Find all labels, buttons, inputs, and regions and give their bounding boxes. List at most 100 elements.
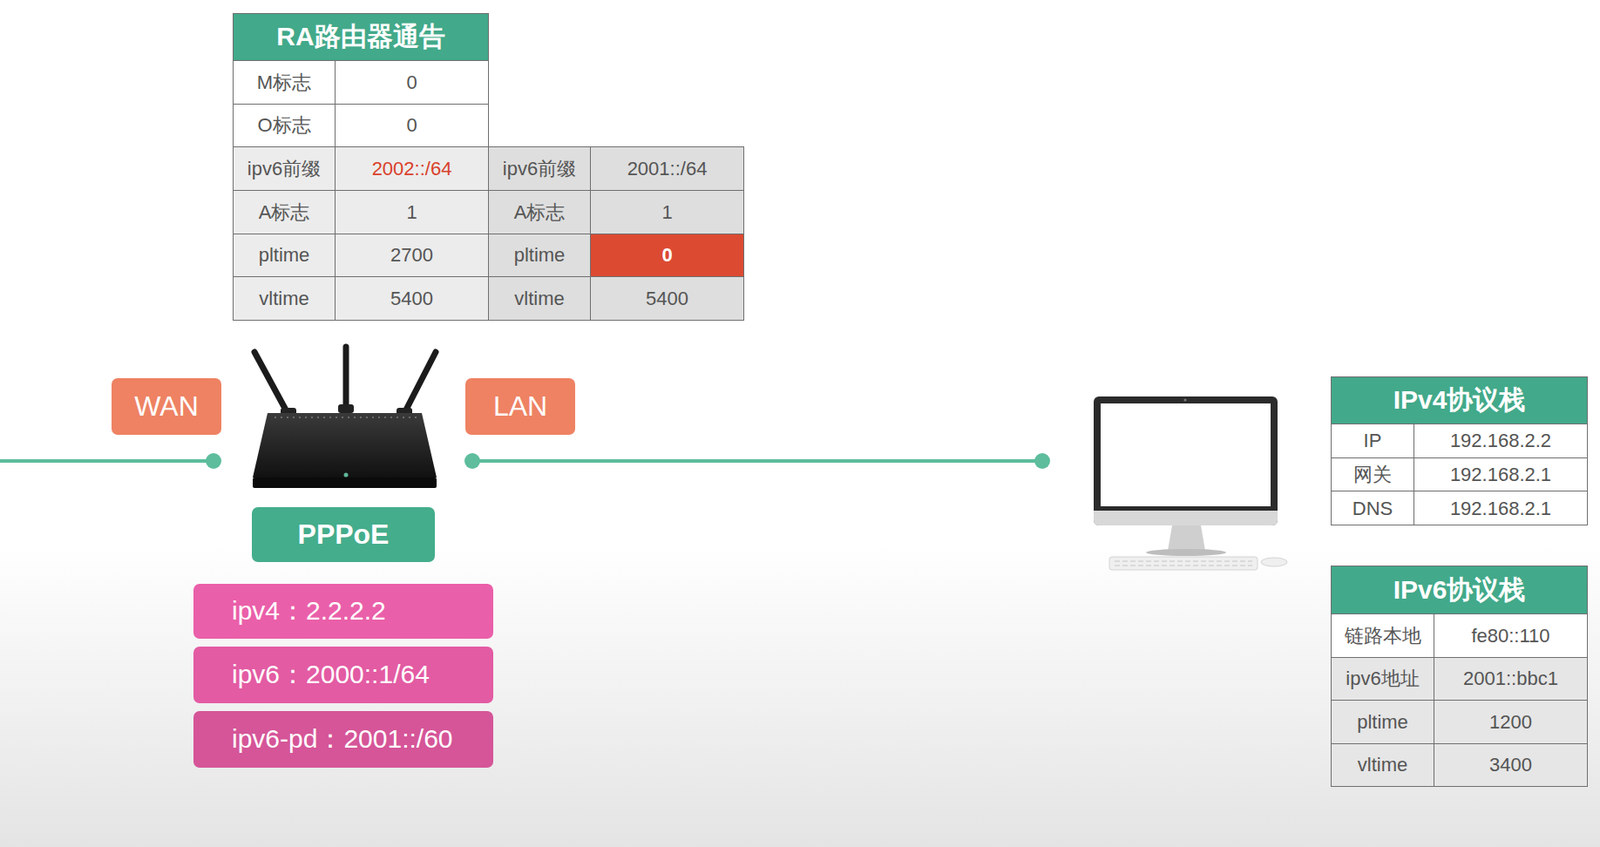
cell-text: A标志: [514, 201, 566, 224]
cell-text: IP: [1363, 429, 1383, 452]
cell-text: 5400: [390, 287, 434, 310]
label-box: LAN: [465, 378, 576, 435]
table-cell: A标志: [488, 189, 591, 235]
box-label-area: WAN: [111, 378, 222, 435]
table-cell: 3400: [1433, 743, 1588, 788]
table-cell: pltime: [232, 233, 336, 278]
cell-text: vltime: [1357, 753, 1408, 776]
computer-illustration: [1093, 396, 1288, 570]
box-text: ipv4：2.2.2.2: [231, 596, 387, 627]
address-box: ipv6-pd：2001::/60: [193, 711, 494, 768]
table-cell: 0: [334, 103, 489, 149]
box-label-area: LAN: [465, 378, 576, 435]
cell-text: 网关: [1353, 463, 1392, 486]
cell-text: vltime: [514, 287, 564, 310]
table-cell: 2700: [334, 233, 489, 278]
cell-text: M标志: [257, 71, 312, 94]
table-cell: ipv6地址: [1330, 657, 1435, 702]
table-cell: pltime: [1330, 699, 1435, 745]
cell-text: 链路本地: [1344, 624, 1422, 647]
table-cell: vltime: [488, 276, 591, 321]
router-antenna: [343, 346, 350, 410]
cell-text: pltime: [1356, 711, 1409, 733]
table-cell: DNS: [1330, 490, 1415, 526]
info-table: IPv6协议栈链路本地 fe80::110ipv6地址 2001::bbc1plti…: [1330, 565, 1587, 787]
table-cell: 192.168.2.2: [1413, 423, 1588, 459]
cell-text: fe80::110: [1471, 624, 1550, 647]
cell-text: 2001::/64: [627, 157, 708, 180]
monitor-frame: [1093, 396, 1278, 526]
table-cell: 2002::/64: [334, 146, 489, 191]
router-illustration: [252, 346, 437, 489]
table-cell: 2001::bbc1: [1433, 657, 1588, 702]
box-text: ipv6-pd：2001::/60: [231, 724, 454, 755]
router-vents: [274, 416, 417, 419]
table-cell: 1: [334, 189, 489, 235]
table-cell: ipv6前缀: [488, 146, 591, 191]
keyboard-keys: [1114, 560, 1253, 563]
lan-wire: [472, 459, 1043, 463]
cell-text: DNS: [1352, 497, 1393, 520]
mouse: [1261, 557, 1288, 567]
table-title: IPv6协议栈: [1393, 575, 1526, 606]
cell-text: 1200: [1489, 711, 1533, 733]
table-cell: vltime: [232, 276, 336, 321]
info-table: RA路由器通告M标志0O标志0ipv6前缀2002::/64ipv6前缀2001…: [232, 13, 744, 320]
cell-text: O标志: [257, 114, 311, 136]
cell-text: 192.168.2.1: [1450, 463, 1552, 486]
cell-text: 0: [406, 71, 417, 94]
table-cell: A标志: [232, 189, 336, 235]
label-box: PPPoE: [251, 507, 435, 563]
cell-text: 2700: [390, 244, 434, 266]
cell-text: 192.168.2.2: [1450, 429, 1552, 452]
cell-text: 3400: [1489, 753, 1533, 776]
wire-dot: [464, 453, 481, 469]
router-led: [344, 473, 349, 478]
table-title: IPv4协议栈: [1393, 385, 1526, 416]
wire-dot: [205, 453, 222, 469]
table-cell: ipv6前缀: [232, 146, 336, 191]
box-label-area: ipv6-pd：2001::/60: [193, 711, 494, 768]
box-label-area: ipv6：2000::1/64: [193, 646, 494, 704]
table-cell: 1200: [1433, 699, 1588, 745]
keyboard: [1109, 556, 1258, 570]
box-label-area: ipv4：2.2.2.2: [193, 583, 494, 639]
table-cell: pltime: [488, 233, 591, 278]
cell-text: A标志: [258, 201, 311, 224]
cell-text: pltime: [258, 244, 311, 266]
table-cell: IP: [1330, 423, 1415, 459]
address-box: ipv6：2000::1/64: [193, 646, 494, 704]
table-title: RA路由器通告: [276, 21, 445, 53]
box-label-area: PPPoE: [251, 507, 435, 563]
cell-text: 0: [661, 244, 672, 266]
router-antenna: [254, 352, 289, 415]
keyboard-keys: [1114, 564, 1253, 567]
cell-text: 2001::bbc1: [1463, 667, 1559, 690]
cell-text: 192.168.2.1: [1450, 497, 1552, 520]
box-text: LAN: [493, 390, 548, 423]
info-table: IPv4协议栈IP192.168.2.2网关192.168.2.1DNS192.…: [1330, 376, 1587, 525]
monitor-screen: [1100, 403, 1271, 507]
table-cell: 2001::/64: [589, 146, 745, 191]
table-header: RA路由器通告: [232, 13, 489, 62]
antenna-base: [338, 404, 354, 414]
table-cell: 0: [334, 60, 489, 105]
table-header: IPv4协议栈: [1330, 376, 1588, 425]
table-cell: vltime: [1330, 743, 1435, 788]
cell-text: ipv6前缀: [502, 157, 577, 180]
router-front: [252, 477, 437, 489]
label-box: WAN: [111, 378, 222, 435]
table-cell: O标志: [232, 103, 336, 149]
table-cell: M标志: [232, 60, 336, 105]
cell-text: 1: [406, 201, 417, 224]
box-text: WAN: [134, 390, 198, 423]
cell-text: vltime: [258, 287, 309, 310]
table-cell: 192.168.2.1: [1413, 490, 1588, 526]
table-cell: 网关: [1330, 457, 1415, 493]
cell-text: 2002::/64: [372, 157, 453, 180]
wan-wire: [0, 459, 214, 463]
cell-text: 1: [661, 201, 672, 224]
router-antenna: [403, 352, 436, 415]
monitor-chin: [1093, 510, 1278, 526]
address-box: ipv4：2.2.2.2: [193, 583, 494, 639]
